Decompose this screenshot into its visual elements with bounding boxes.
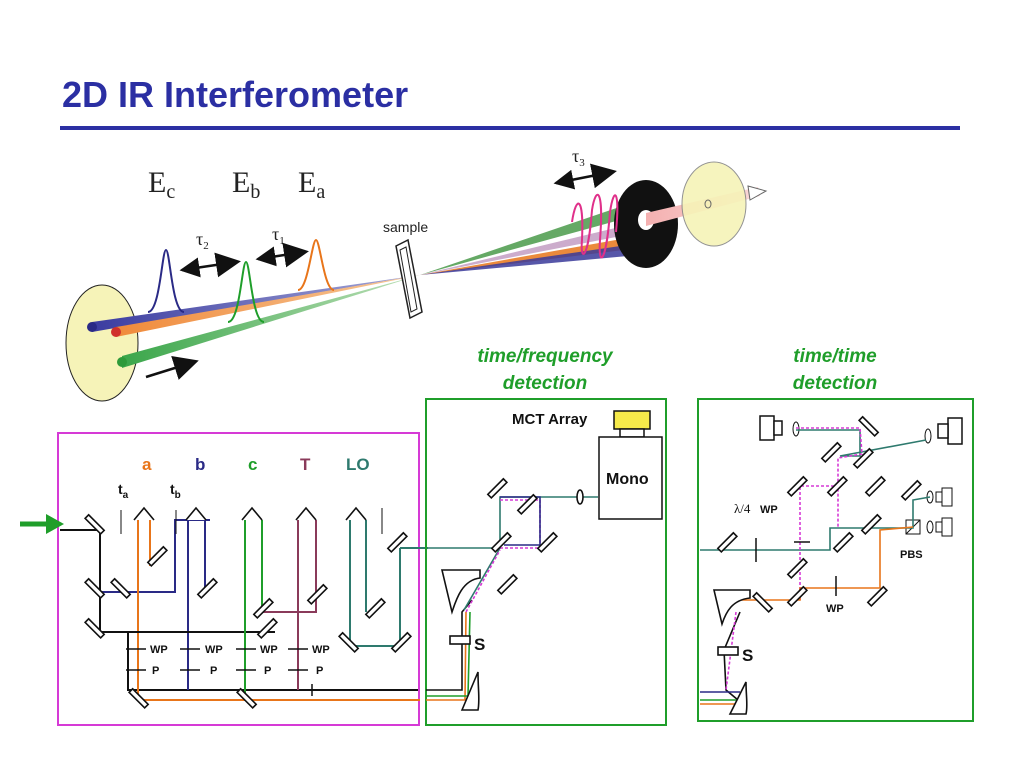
mirrors-left — [83, 513, 413, 710]
delay-ta: ta — [118, 481, 129, 501]
tt-detection-box — [697, 398, 974, 722]
parabolic-mirror-bottom — [460, 671, 480, 711]
mirrors-right — [716, 415, 923, 614]
interferometer-box — [57, 432, 420, 726]
tau1-label: τ1 — [272, 224, 285, 247]
tf-detection-box — [425, 398, 667, 726]
monochromator — [598, 436, 663, 520]
input-arrow — [20, 514, 64, 534]
mirrors-mid — [486, 477, 584, 596]
beam-label-T: T — [300, 455, 311, 474]
input-beams — [87, 275, 420, 368]
p-label-3: P — [264, 665, 271, 677]
waveplates-right — [755, 538, 837, 596]
parabolic-mirror-right-bottom — [728, 681, 748, 715]
right-beam-paths — [700, 427, 931, 705]
output-beams — [420, 200, 650, 275]
sample-s-mid — [449, 635, 471, 645]
s-label-mid: S — [474, 635, 485, 654]
field-label-c: Ec — [148, 166, 175, 203]
pulse-c — [147, 248, 185, 313]
beam-label-a: a — [142, 455, 152, 474]
delay-arrows — [120, 508, 383, 534]
retroreflectors — [133, 506, 367, 521]
tau3-label: τ3 — [572, 146, 585, 169]
sample-label: sample — [383, 219, 428, 235]
wp-label-right-1: WP — [760, 504, 778, 516]
tau3-arrow — [553, 163, 617, 190]
p-label-1: P — [152, 665, 159, 677]
quarter-wave-label: λ/4 — [734, 501, 751, 516]
detector-top — [759, 415, 800, 441]
tt-heading-line1: time/time — [793, 346, 877, 367]
p-label-4: P — [316, 665, 323, 677]
tau2-arrow — [179, 252, 241, 278]
title-underline — [60, 126, 960, 130]
sample-cell — [395, 238, 423, 320]
pbs-detectors — [905, 487, 953, 537]
wp-label-4: WP — [312, 644, 330, 656]
beam-label-LO: LO — [346, 455, 370, 474]
pulse-b — [227, 260, 265, 323]
field-label-a: Ea — [298, 166, 325, 203]
mct-label: MCT Array — [512, 411, 588, 428]
mono-label: Mono — [606, 471, 649, 488]
wp-p-row — [126, 648, 313, 696]
pbs-label: PBS — [900, 549, 923, 561]
signal-pulse — [571, 193, 619, 259]
s-label-right: S — [742, 646, 753, 665]
beam-label-b: b — [195, 455, 205, 474]
pulse-a — [297, 238, 335, 291]
p-label-2: P — [210, 665, 217, 677]
parabolic-mirror-right-top — [712, 589, 751, 627]
sample-s-right — [717, 646, 739, 656]
page-title: 2D IR Interferometer — [62, 74, 409, 115]
tau2-label: τ2 — [196, 229, 209, 252]
field-label-b: Eb — [232, 166, 260, 203]
signal-beam — [646, 161, 768, 247]
mct-array — [613, 410, 651, 438]
parabolic-mirror-top — [440, 569, 481, 615]
incoming-arrow — [145, 356, 199, 380]
beam-label-c: c — [248, 455, 257, 474]
tau1-arrow — [255, 242, 309, 268]
delay-tb: tb — [170, 481, 181, 501]
tf-heading-line2: detection — [503, 373, 587, 394]
tf-heading-line1: time/frequency — [477, 346, 614, 367]
wp-label-3: WP — [260, 644, 278, 656]
tt-heading-line2: detection — [793, 373, 877, 394]
wp-label-1: WP — [150, 644, 168, 656]
input-disc — [65, 284, 139, 402]
wp-label-2: WP — [205, 644, 223, 656]
detector-right — [924, 417, 963, 445]
wp-label-right-2: WP — [826, 603, 844, 615]
